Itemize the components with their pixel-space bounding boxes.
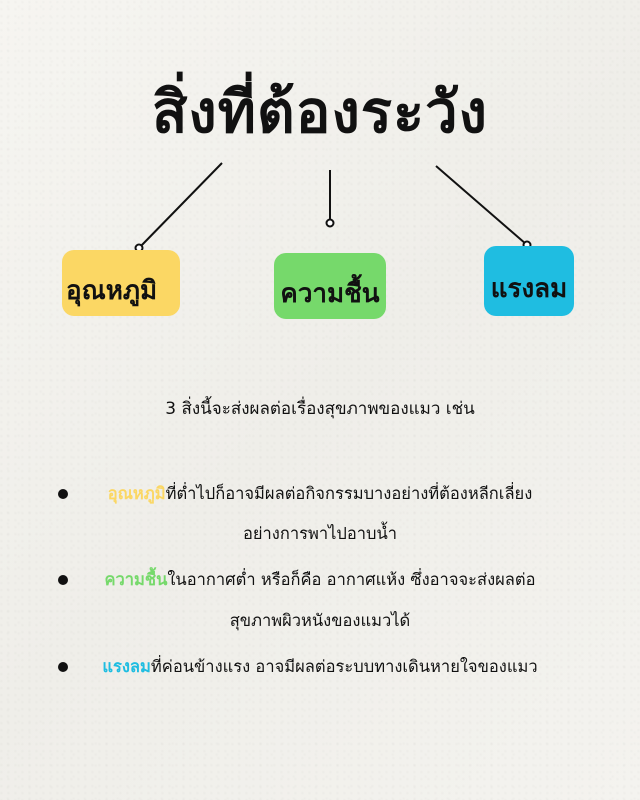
- bullet-dot: [58, 662, 68, 672]
- intro-text: 3 สิ่งนี้จะส่งผลต่อเรื่องสุขภาพของแมว เช…: [165, 399, 475, 419]
- bullet-3-keyword: แรงลม: [102, 657, 151, 676]
- box-temperature-label: อุณหภูมิ: [66, 276, 158, 306]
- bullet-dot: [58, 489, 68, 499]
- box-wind-label: แรงลม: [490, 274, 568, 304]
- box-wind: แรงลม: [484, 246, 574, 316]
- bullet-2-line-2: สุขภาพผิวหนังของแมวได้: [229, 611, 411, 630]
- bullet-3-text: ที่ค่อนข้างแรง อาจมีผลต่อระบบทางเดินหายใ…: [150, 657, 538, 676]
- bullet-1-line-2: อย่างการพาไปอาบน้ำ: [242, 524, 398, 543]
- box-humidity: ความชื้น: [274, 253, 386, 319]
- box-humidity-label: ความชื้น: [280, 279, 380, 309]
- bullet-1-line-1: อุณหภูมิที่ต่ำไปก็อาจมีผลต่อกิจกรรมบางอย…: [0, 483, 640, 504]
- connector-left: [138, 162, 223, 249]
- bullet-3-line-1: แรงลมที่ค่อนข้างแรง อาจมีผลต่อระบบทางเดิ…: [0, 656, 640, 677]
- connector-center-node: [325, 218, 335, 228]
- connector-right: [435, 165, 527, 245]
- bullet-dot: [58, 575, 68, 585]
- box-temperature: อุณหภูมิ: [62, 250, 180, 316]
- bullet-2-keyword: ความชื้น: [104, 570, 168, 589]
- bullet-1-text: ที่ต่ำไปก็อาจมีผลต่อกิจกรรมบางอย่างที่ต้…: [165, 484, 533, 503]
- bullet-2-text: ในอากาศต่ำ หรือก็คือ อากาศแห้ง ซึ่งอาจจะ…: [167, 570, 536, 589]
- bullet-1-keyword: อุณหภูมิ: [107, 484, 166, 503]
- page-title: สิ่งที่ต้องระวัง: [152, 78, 488, 146]
- bullet-2-line-1: ความชื้นในอากาศต่ำ หรือก็คือ อากาศแห้ง ซ…: [0, 569, 640, 590]
